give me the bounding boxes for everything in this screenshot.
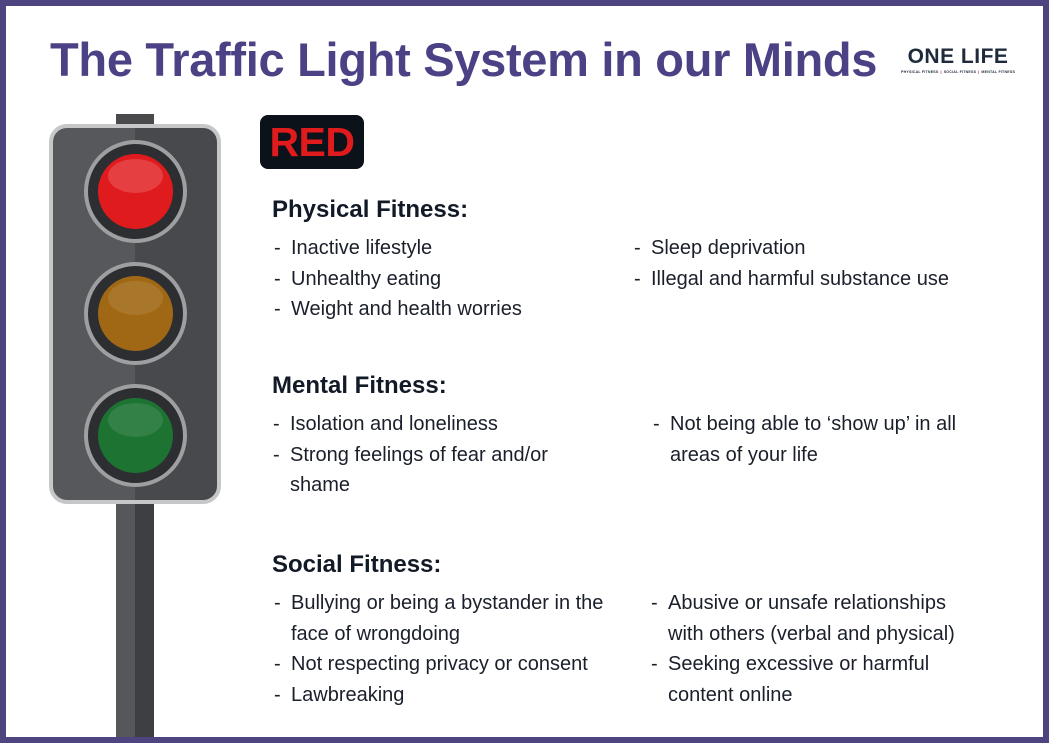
item-text: Bullying or being a bystander in the [291, 592, 604, 614]
mental-left-item: -Isolation and loneliness [273, 409, 498, 440]
amber-lamp [84, 262, 187, 365]
item-text: Seeking excessive or harmful [668, 653, 930, 675]
one-life-logo: ONE LIFE PHYSICAL FITNESS|SOCIAL FITNESS… [900, 45, 1016, 75]
bullet-dash: - [274, 653, 281, 675]
red-lamp [84, 140, 187, 243]
bullet-dash: - [274, 592, 281, 614]
mental-fitness-heading: Mental Fitness: [272, 372, 447, 399]
item-text: Illegal and harmful substance use [651, 267, 949, 290]
logo-name: ONE LIFE [907, 45, 1009, 68]
physical-left-item: -Unhealthy eating [274, 264, 441, 295]
social-left-item: -Lawbreaking [274, 680, 404, 711]
item-text: with others (verbal and physical) [668, 622, 955, 645]
bullet-dash: - [634, 267, 641, 290]
physical-left-item: -Weight and health worries [274, 294, 522, 325]
bullet-dash: - [274, 683, 281, 706]
page-title: The Traffic Light System in our Minds [50, 33, 878, 86]
social-right-item: -Abusive or unsafe relationships with oth… [651, 588, 955, 649]
logo-tagline-social: SOCIAL FITNESS [943, 70, 977, 74]
bullet-dash: - [274, 237, 281, 259]
item-text: Not being able to ‘show up’ in all [670, 413, 957, 435]
item-text: shame [290, 474, 351, 496]
mental-left-item: -Strong feelings of fear and/or shame [273, 440, 548, 501]
bullet-dash: - [651, 653, 658, 675]
bullet-dash: - [273, 413, 280, 435]
bullet-dash: - [634, 237, 641, 259]
item-text: Inactive lifestyle [291, 237, 433, 259]
item-text: Abusive or unsafe relationships [668, 592, 946, 614]
social-left-item: -Not respecting privacy or consent [274, 649, 588, 680]
physical-fitness-heading: Physical Fitness: [272, 196, 469, 223]
mental-right-item: -Not being able to ‘show up’ in all areas… [653, 409, 956, 470]
item-text: face of wrongdoing [291, 622, 461, 645]
green-lamp [84, 384, 187, 487]
bullet-dash: - [651, 592, 658, 614]
item-text: Not respecting privacy or consent [291, 653, 588, 675]
logo-tagline-mental: MENTAL FITNESS [981, 70, 1016, 74]
social-right-item: -Seeking excessive or harmful content onl… [651, 649, 929, 710]
item-text: content online [668, 683, 793, 706]
social-fitness-heading: Social Fitness: [272, 551, 442, 578]
bullet-dash: - [274, 267, 281, 290]
physical-left-item: -Inactive lifestyle [274, 233, 432, 264]
traffic-light-pole [116, 501, 154, 737]
bullet-dash: - [274, 298, 281, 320]
item-text: Unhealthy eating [291, 267, 442, 290]
logo-tagline: PHYSICAL FITNESS|SOCIAL FITNESS|MENTAL F… [901, 70, 1016, 74]
physical-right-item: -Sleep deprivation [634, 233, 806, 264]
item-text: Weight and health worries [291, 298, 522, 320]
social-left-item: -Bullying or being a bystander in the fac… [274, 588, 603, 649]
item-text: Strong feelings of fear and/or [290, 443, 548, 466]
item-text: areas of your life [670, 443, 818, 466]
item-text: Isolation and loneliness [290, 413, 498, 435]
item-text: Sleep deprivation [651, 237, 806, 259]
red-badge: RED [260, 115, 364, 169]
bullet-dash: - [653, 413, 660, 435]
physical-right-item: -Illegal and harmful substance use [634, 264, 949, 295]
item-text: Lawbreaking [291, 683, 405, 706]
bullet-dash: - [273, 443, 280, 466]
traffic-light-icon [49, 124, 221, 504]
logo-tagline-physical: PHYSICAL FITNESS [901, 70, 939, 74]
